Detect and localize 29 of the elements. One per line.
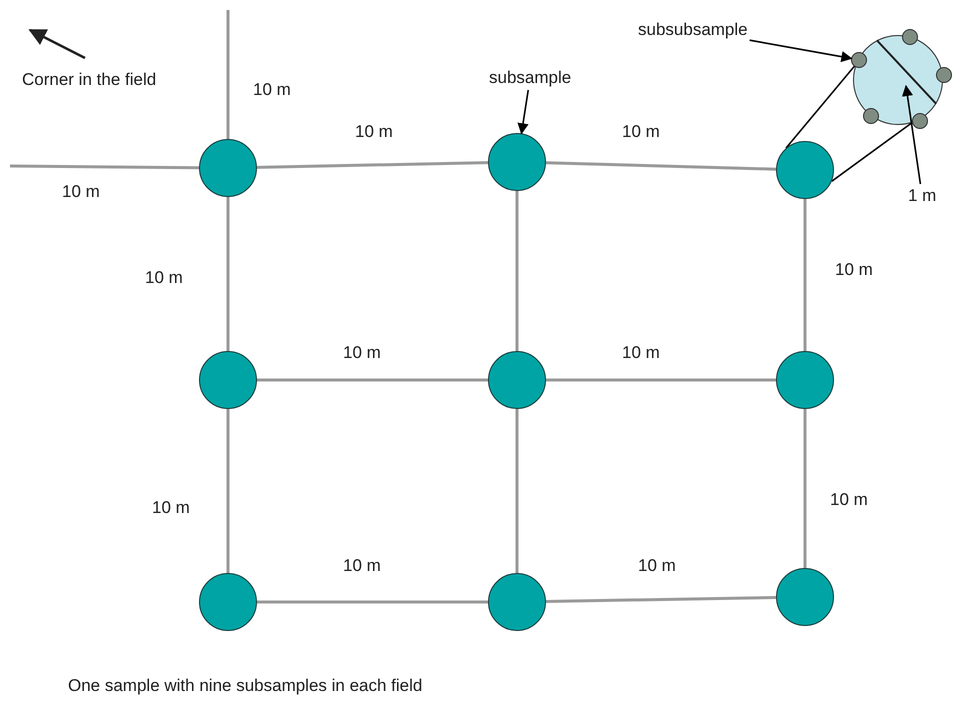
subsubsample-dot: [936, 66, 952, 83]
grid-line: [257, 378, 488, 382]
grid-line: [257, 600, 488, 604]
grid-line: [226, 10, 230, 139]
grid-line: [546, 378, 776, 382]
grid-line: [226, 409, 230, 573]
magnification-line: [831, 122, 912, 182]
subsubsample-dot: [912, 112, 928, 129]
subsubsample-dot: [863, 108, 880, 124]
grid-line: [226, 197, 230, 351]
grid-line: [256, 161, 488, 169]
leader-arrow: [518, 90, 530, 134]
note-text: Corner in the field: [22, 70, 156, 90]
grid-line: [10, 164, 200, 170]
subsubsample-dot: [851, 52, 868, 68]
grid-line: [546, 161, 776, 171]
grid-line: [804, 409, 806, 568]
magnification-line: [785, 64, 856, 149]
grid-line: [546, 596, 776, 603]
grid-line: [516, 191, 518, 351]
leader-arrow: [749, 39, 852, 62]
subsubsample-dot: [902, 29, 918, 46]
callout-text: 1 m: [908, 186, 936, 206]
callout-text: subsample: [489, 68, 572, 88]
grid-line: [804, 199, 806, 351]
callout-text: subsubsample: [638, 20, 748, 40]
grid-line: [516, 409, 518, 573]
leader-arrow: [902, 84, 922, 184]
caption: One sample with nine subsamples in each field: [68, 676, 422, 696]
